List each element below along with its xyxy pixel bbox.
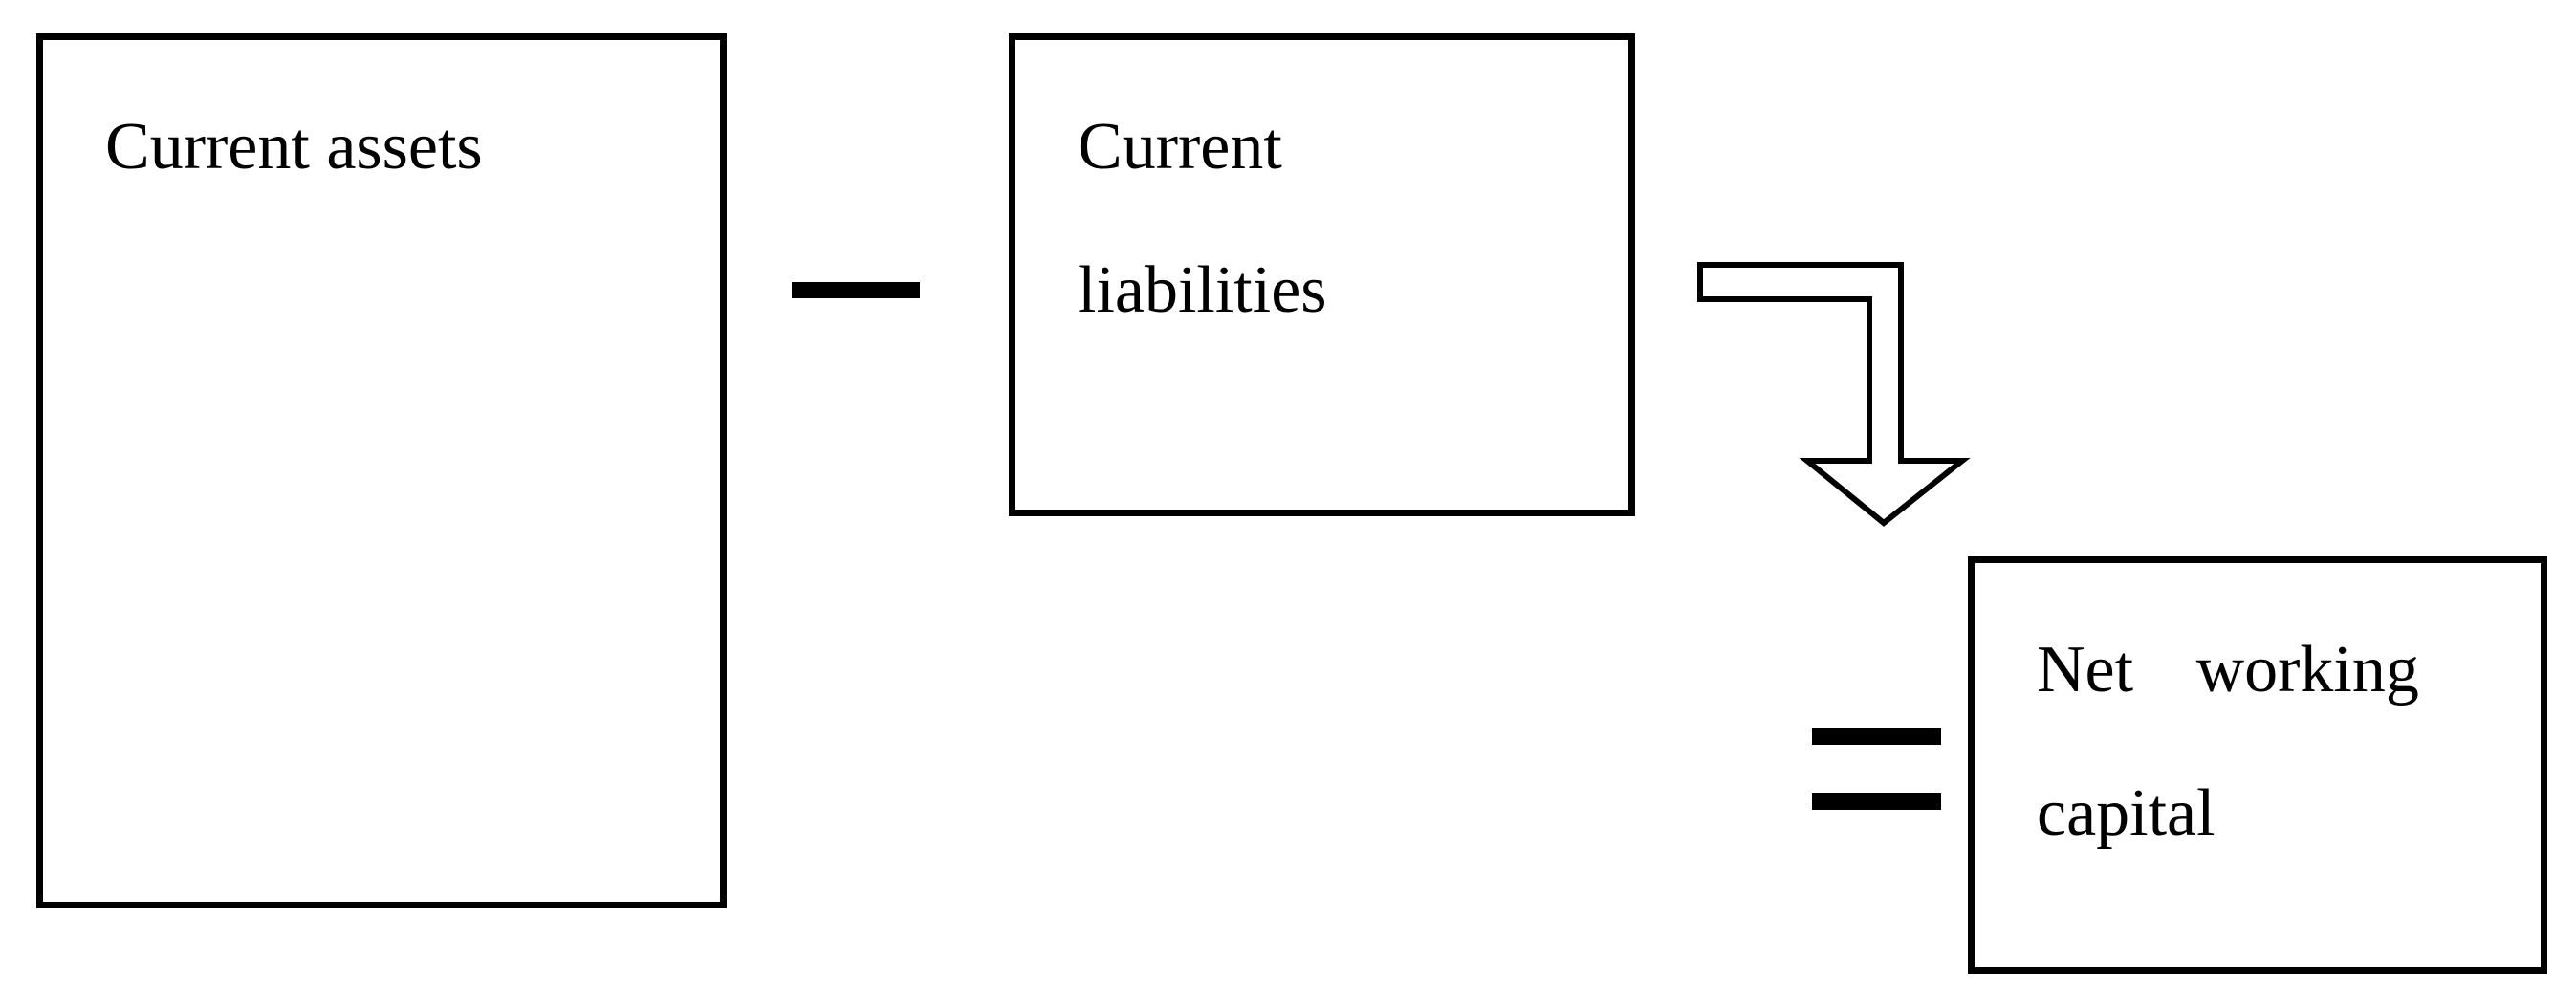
equals-operator-icon bbox=[1812, 793, 1941, 810]
box-current-liabilities: Current liabilities bbox=[1009, 33, 1635, 516]
minus-operator-icon bbox=[792, 282, 920, 298]
equals-operator-icon bbox=[1812, 728, 1941, 745]
box-net-working-capital: Net working capital bbox=[1968, 556, 2547, 974]
net-working-capital-label: Net working capital bbox=[1975, 563, 2541, 885]
current-liabilities-line1: Current bbox=[1078, 110, 1282, 184]
box-current-assets: Current assets bbox=[36, 33, 727, 908]
current-assets-label: Current assets bbox=[105, 110, 483, 184]
elbow-down-arrow-icon bbox=[1697, 262, 1971, 527]
current-liabilities-line2: liabilities bbox=[1078, 253, 1327, 327]
net-working-capital-line2: capital bbox=[2037, 776, 2216, 850]
net-working-capital-line1: Net working bbox=[2037, 633, 2419, 707]
current-liabilities-label: Current liabilities bbox=[1015, 40, 1628, 362]
